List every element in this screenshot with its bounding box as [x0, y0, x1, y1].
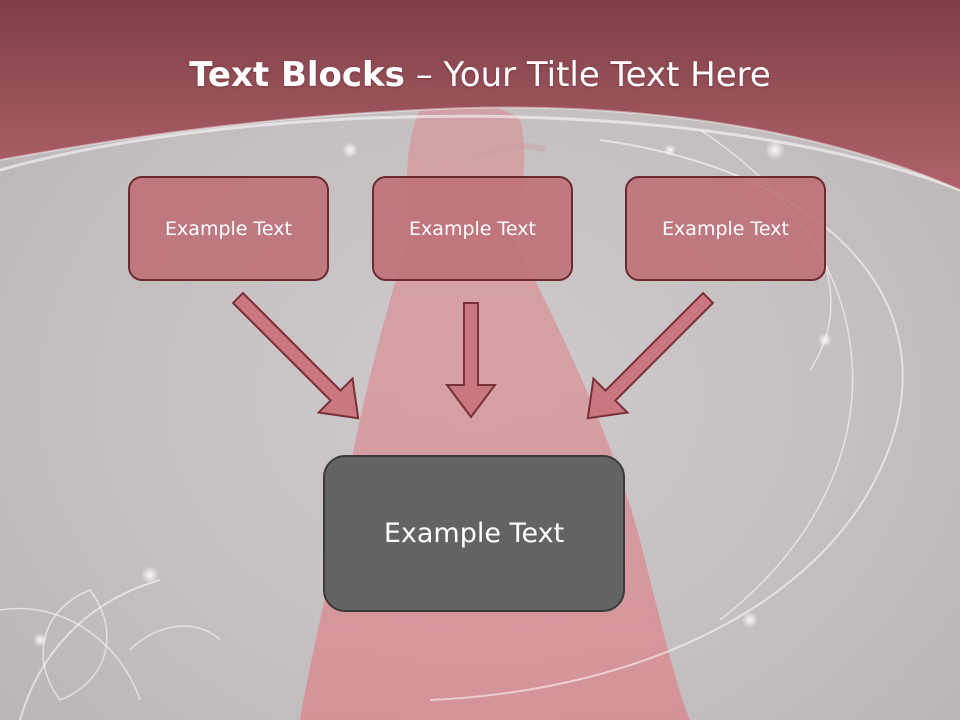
sparkle-decoration: [33, 140, 832, 647]
text-block-1[interactable]: Example Text: [128, 176, 329, 281]
text-block-3-label: Example Text: [662, 217, 789, 240]
header-band: [0, 0, 960, 190]
text-block-3[interactable]: Example Text: [625, 176, 826, 281]
text-block-2-label: Example Text: [409, 217, 536, 240]
title-dash: –: [404, 55, 444, 95]
text-block-main-label: Example Text: [383, 518, 565, 549]
text-block-main[interactable]: Example Text: [323, 455, 625, 612]
text-block-2[interactable]: Example Text: [372, 176, 573, 281]
title-bold-text: Text Blocks: [189, 55, 405, 95]
title-rest-text: Your Title Text Here: [443, 55, 771, 95]
header-band-highlight: [0, 106, 960, 191]
slide-title: Text Blocks – Your Title Text Here: [0, 52, 960, 98]
text-block-1-label: Example Text: [165, 217, 292, 240]
